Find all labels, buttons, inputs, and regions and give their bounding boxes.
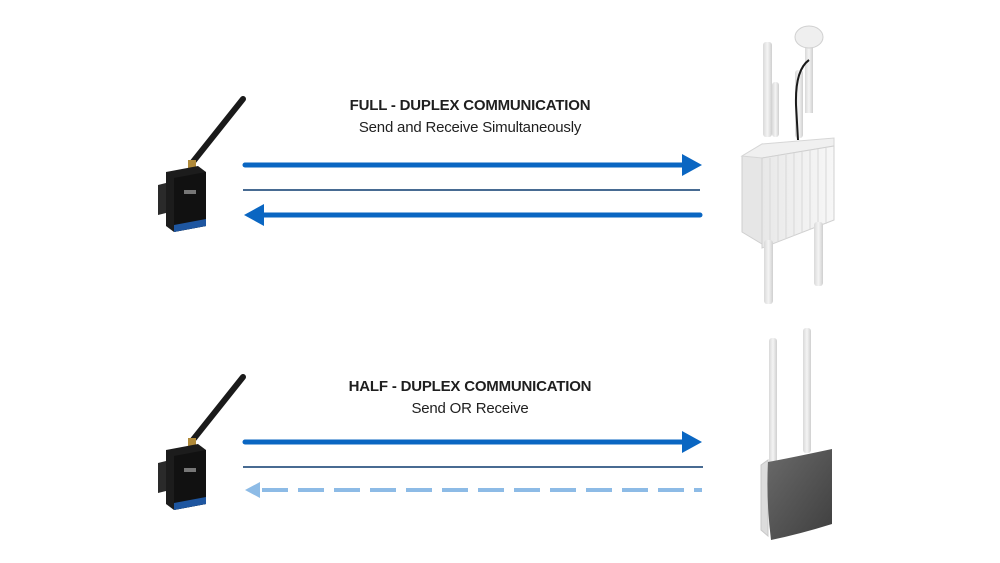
outdoor-gateway-icon — [740, 25, 835, 304]
half-duplex-subtitle: Send OR Receive — [411, 400, 529, 417]
half-duplex-send-arrow — [242, 431, 702, 453]
full-duplex-subtitle: Send and Receive Simultaneously — [358, 119, 582, 136]
full-duplex-title: FULL - DUPLEX COMMUNICATION — [349, 97, 591, 114]
full-duplex-send-arrow — [242, 154, 702, 176]
full-duplex-receive-arrow — [244, 204, 703, 226]
modem-device-icon — [158, 96, 246, 232]
outdoor-panel-access-point-icon — [760, 328, 832, 540]
half-duplex-title: HALF - DUPLEX COMMUNICATION — [348, 378, 592, 395]
half-duplex-receive-arrow-inactive — [245, 482, 702, 498]
modem-device-icon — [158, 374, 246, 510]
